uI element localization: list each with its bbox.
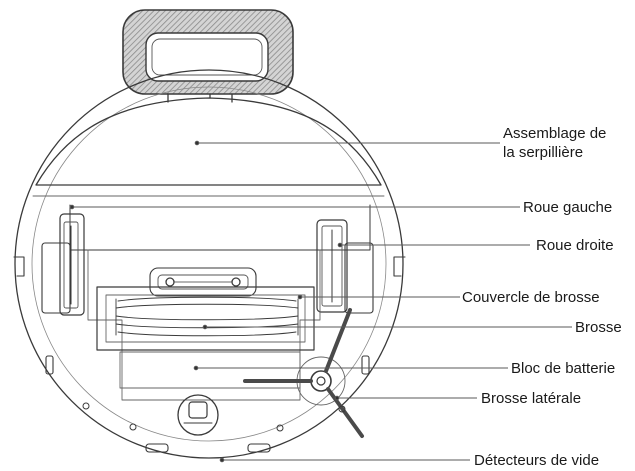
robot-illustration xyxy=(13,9,406,459)
label-right-wheel: Roue droite xyxy=(536,237,614,254)
right-wheel xyxy=(316,219,374,314)
label-cliff-sensors: Détecteurs de vide xyxy=(474,452,599,469)
label-mop-assembly-2: la serpillière xyxy=(503,144,583,161)
brush-cover xyxy=(96,286,315,351)
label-mop-assembly-1: Assemblage de xyxy=(503,125,606,142)
mop-handle xyxy=(122,9,294,103)
label-brush: Brosse xyxy=(575,319,622,336)
battery-pack xyxy=(119,351,301,389)
mounting-holes xyxy=(82,402,346,432)
label-brush-cover: Couvercle de brosse xyxy=(462,289,600,306)
main-brush xyxy=(115,296,299,337)
robot-body xyxy=(14,69,404,459)
callout-labels: Assemblage de la serpillière Roue gauche… xyxy=(462,125,622,469)
front-caster xyxy=(177,394,219,436)
label-battery-pack: Bloc de batterie xyxy=(511,360,615,377)
mop-plate xyxy=(35,97,382,186)
label-side-brush: Brosse latérale xyxy=(481,390,581,407)
cliff-sensors xyxy=(45,355,370,453)
brush-cover-latch xyxy=(149,267,257,297)
callout-lines xyxy=(69,140,572,463)
side-brush xyxy=(243,308,364,438)
robot-body-inner xyxy=(31,86,387,442)
left-wheel xyxy=(41,213,85,316)
label-left-wheel: Roue gauche xyxy=(523,199,612,216)
